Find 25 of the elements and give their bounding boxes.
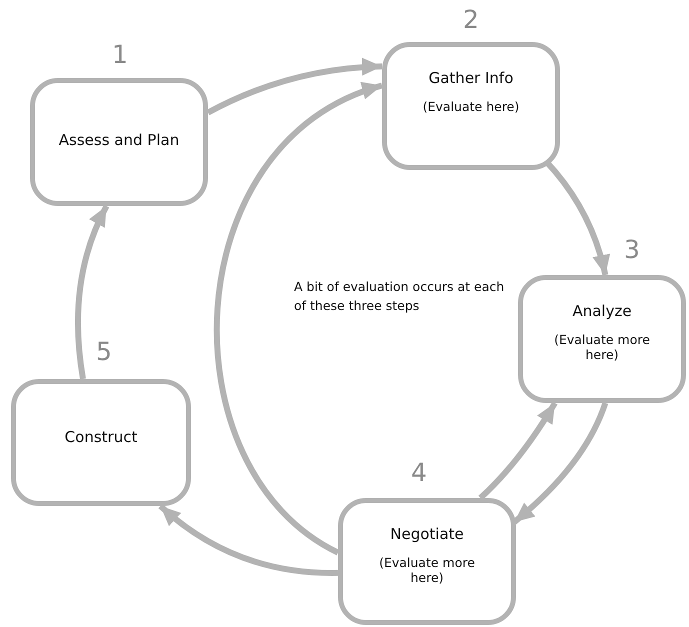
step-box — [518, 275, 686, 403]
step-number: 4 — [411, 458, 427, 487]
step-title: Assess and Plan — [58, 131, 180, 149]
arrow — [512, 402, 608, 524]
step-number: 3 — [624, 235, 640, 264]
step-number: 2 — [463, 5, 479, 34]
arrow — [214, 82, 384, 556]
step-box — [338, 498, 516, 625]
step-note: (Evaluate more here) — [553, 332, 651, 362]
arrow — [158, 504, 338, 576]
step-box — [382, 42, 560, 170]
step-title: Analyze — [572, 302, 632, 320]
step-note: (Evaluate more here) — [378, 555, 476, 585]
step-number: 5 — [96, 337, 112, 366]
arrow — [478, 401, 558, 500]
note-text: A bit of evaluation occurs at each of these three steps — [294, 278, 506, 315]
arrow — [206, 58, 382, 116]
step-title: Gather Info — [428, 69, 514, 87]
step-title: Negotiate — [390, 525, 464, 543]
step-number: 1 — [112, 40, 128, 69]
step-box — [11, 379, 191, 506]
arrow — [75, 204, 110, 380]
step-note: (Evaluate here) — [422, 99, 520, 114]
step-title: Construct — [64, 428, 138, 446]
step-box — [30, 78, 208, 206]
